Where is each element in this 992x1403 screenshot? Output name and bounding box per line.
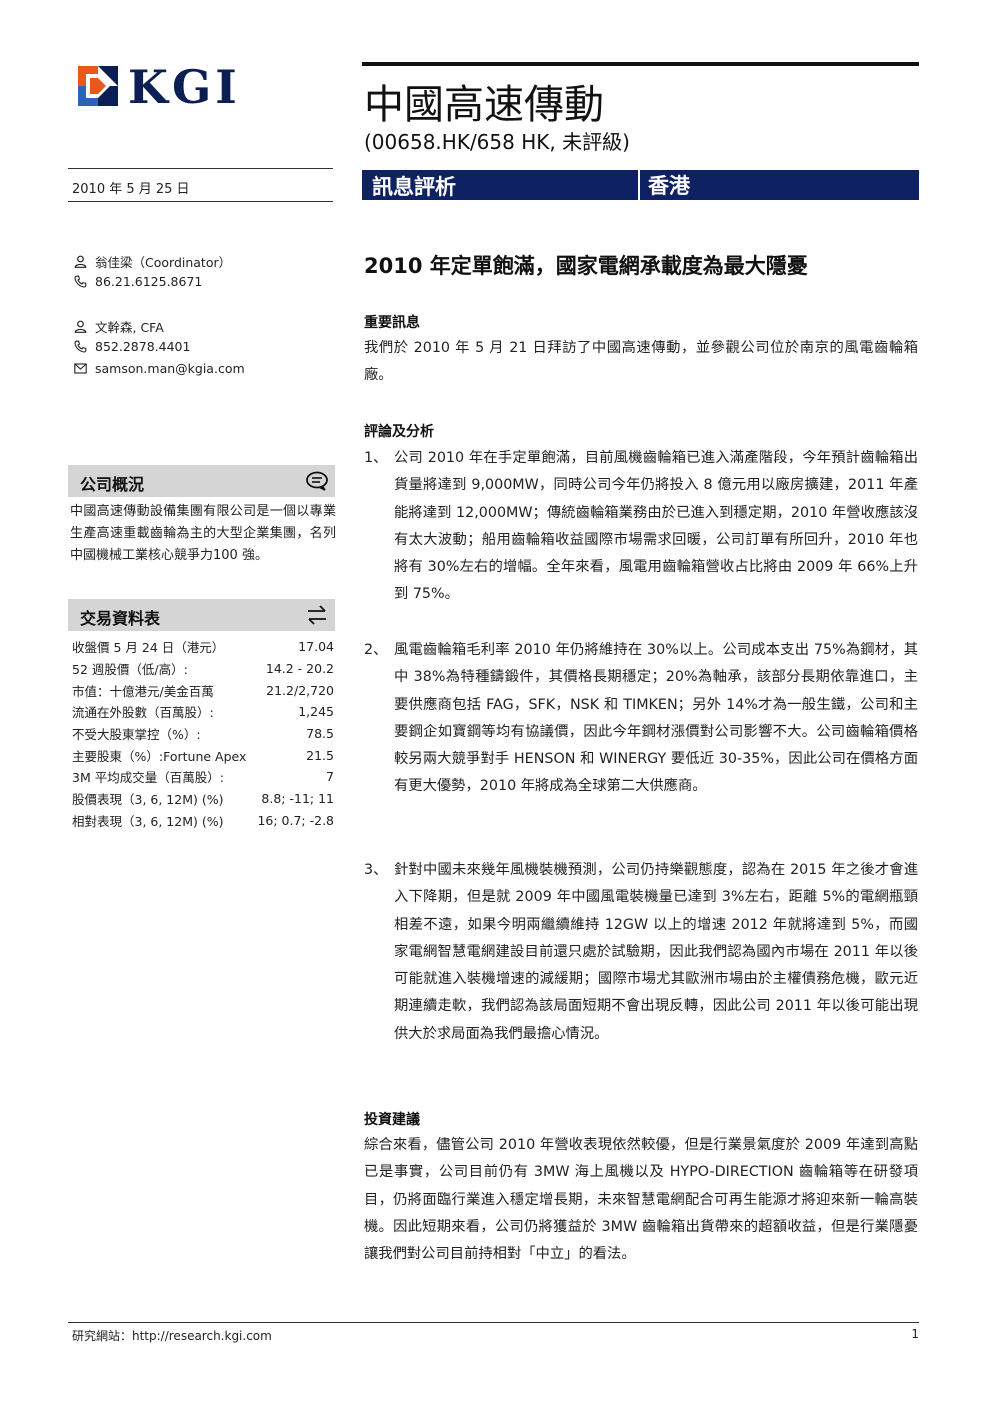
analyst-2-phone[interactable]: 852.2878.4401: [72, 339, 190, 354]
table-row: 流通在外股數（百萬股）: 1,245: [72, 701, 334, 723]
trade-label: 不受大股東掌控（%）:: [72, 727, 201, 743]
recommendation-text: 綜合來看，儘管公司 2010 年營收表現依然較優，但是行業景氣度於 2009 年…: [364, 1137, 918, 1263]
analysis-heading: 評論及分析: [364, 424, 434, 440]
item-number: 1、: [364, 450, 388, 466]
report-headline: 2010 年定單飽滿，國家電網承載度為最大隱憂: [364, 254, 808, 278]
phone-icon: [72, 340, 88, 353]
trade-value: 7: [326, 769, 334, 785]
trade-label: 股價表現（3, 6, 12M) (%): [72, 792, 224, 808]
kgi-logo-mark-icon: [78, 66, 118, 106]
trade-label: 3M 平均成交量（百萬股）:: [72, 770, 224, 786]
trade-label: 市值：十億港元/美金百萬: [72, 683, 214, 699]
trade-header: 交易資料表: [68, 599, 335, 631]
table-row: 相對表現（3, 6, 12M) (%) 16; 0.7; -2.8: [72, 810, 334, 832]
banner-divider: [638, 170, 640, 200]
trade-value: 21.2/2,720: [266, 682, 334, 698]
report-date: 2010 年 5 月 25 日: [72, 182, 190, 197]
banner-region: 香港: [648, 174, 690, 198]
key-info-heading: 重要訊息: [364, 315, 420, 331]
table-row: 不受大股東掌控（%）: 78.5: [72, 723, 334, 745]
title-top-rule: [362, 62, 919, 66]
mail-icon: [72, 363, 88, 374]
speech-bubble-icon: [306, 471, 328, 491]
table-row: 股價表現（3, 6, 12M) (%) 8.8; -11; 11: [72, 788, 334, 810]
person-icon: [72, 255, 88, 268]
analyst-1-name: 翁佳梁（Coordinator）: [72, 252, 231, 271]
trade-label: 主要股東（%）:Fortune Apex: [72, 748, 247, 764]
overview-text: 中國高速傳動設備集團有限公司是一個以專業生產高速重載齒輪為主的大型企業集團，名列…: [70, 504, 336, 563]
date-top-rule: [68, 168, 333, 169]
table-row: 主要股東（%）:Fortune Apex 21.5: [72, 744, 334, 766]
trade-value: 16; 0.7; -2.8: [257, 812, 334, 828]
kgi-logo: KGI: [78, 60, 258, 114]
key-info-text: 我們於 2010 年 5 月 21 日拜訪了中國高速傳動，並參觀公司位於南京的風…: [364, 340, 918, 384]
trade-value: 21.5: [306, 747, 334, 763]
trade-value: 17.04: [298, 639, 334, 655]
analyst-2-name: 文幹森, CFA: [72, 317, 164, 336]
company-title: 中國高速傳動: [364, 82, 604, 128]
analyst-2-email[interactable]: samson.man@kgia.com: [72, 361, 245, 376]
footer-rule: [68, 1322, 919, 1323]
overview-header: 公司概況: [68, 465, 335, 497]
recommendation-heading: 投資建議: [364, 1112, 420, 1128]
trade-value: 1,245: [298, 704, 334, 720]
table-row: 收盤價 5 月 24 日（港元） 17.04: [72, 636, 334, 658]
item-number: 3、: [364, 862, 388, 878]
kgi-logo-text: KGI: [128, 60, 241, 114]
trade-value: 78.5: [306, 726, 334, 742]
trade-label: 流通在外股數（百萬股）:: [72, 705, 214, 721]
page-number: 1: [911, 1327, 919, 1341]
table-row: 52 週股價（低/高）: 14.2 - 20.2: [72, 658, 334, 680]
trade-label: 收盤價 5 月 24 日（港元）: [72, 640, 225, 656]
trade-value: 8.8; -11; 11: [261, 791, 334, 807]
trade-data-table: 收盤價 5 月 24 日（港元） 17.04 52 週股價（低/高）: 14.2 -…: [72, 636, 334, 831]
item-number: 2、: [364, 642, 388, 658]
banner-report-type: 訊息評析: [372, 175, 456, 199]
item-text: 針對中國未來幾年風機裝機預測，公司仍持樂觀態度，認為在 2015 年之後才會進入…: [394, 862, 918, 1042]
trade-label: 相對表現（3, 6, 12M) (%): [72, 813, 224, 829]
item-text: 風電齒輪箱毛利率 2010 年仍將維持在 30%以上。公司成本支出 75%為鋼材…: [394, 642, 918, 795]
trade-heading: 交易資料表: [80, 609, 161, 628]
phone-icon: [72, 275, 88, 288]
ticker-line: (00658.HK/658 HK, 未評級): [364, 130, 630, 154]
table-row: 市值：十億港元/美金百萬 21.2/2,720: [72, 679, 334, 701]
item-text: 公司 2010 年在手定單飽滿，目前風機齒輪箱已進入滿產階段，今年預計齒輪箱出貨…: [394, 450, 918, 603]
report-type-banner: 訊息評析 香港: [362, 170, 919, 200]
date-bottom-rule: [68, 201, 333, 202]
table-row: 3M 平均成交量（百萬股）: 7: [72, 766, 334, 788]
person-icon: [72, 320, 88, 333]
analyst-1-phone[interactable]: 86.21.6125.8671: [72, 274, 202, 289]
trade-label: 52 週股價（低/高）:: [72, 662, 188, 678]
exchange-arrows-icon: [308, 605, 326, 625]
overview-heading: 公司概況: [80, 475, 145, 494]
footer-website[interactable]: 研究網站：http://research.kgi.com: [72, 1329, 272, 1343]
trade-value: 14.2 - 20.2: [265, 661, 334, 677]
